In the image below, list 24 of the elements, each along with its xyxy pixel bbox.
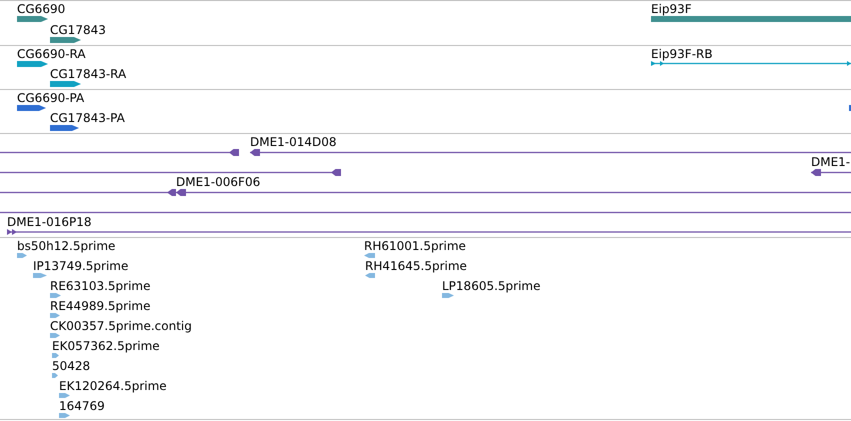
transcript-name: CG17843-RA [50,68,126,81]
clone-name: DME1-016P18 [7,216,92,229]
gene-name: CG6690 [17,3,66,16]
transcript-name: CG6690-RA [17,48,86,61]
clone-name: DME1- [811,156,850,169]
transcript-name: Eip93F-RB [651,48,713,61]
est-name: RH41645.5prime [365,260,467,273]
gene-name: CG17843 [50,24,106,37]
est-name: IP13749.5prime [33,260,128,273]
est-name: RH61001.5prime [364,240,466,253]
est-name: CK00357.5prime.contig [50,320,192,333]
est-name: 164769 [59,400,105,413]
est-name: RE44989.5prime [50,300,150,313]
protein-name: CG17843-PA [50,112,125,125]
protein-name: CG6690-PA [17,92,84,105]
gene-name: Eip93F [651,3,692,16]
est-name: EK120264.5prime [59,380,167,393]
clone-name: DME1-014D08 [250,136,337,149]
est-name: 50428 [52,360,90,373]
est-name: LP18605.5prime [442,280,541,293]
clone-name: DME1-006F06 [176,176,260,189]
est-name: RE63103.5prime [50,280,150,293]
est-name: EK057362.5prime [52,340,160,353]
est-name: bs50h12.5prime [17,240,116,253]
